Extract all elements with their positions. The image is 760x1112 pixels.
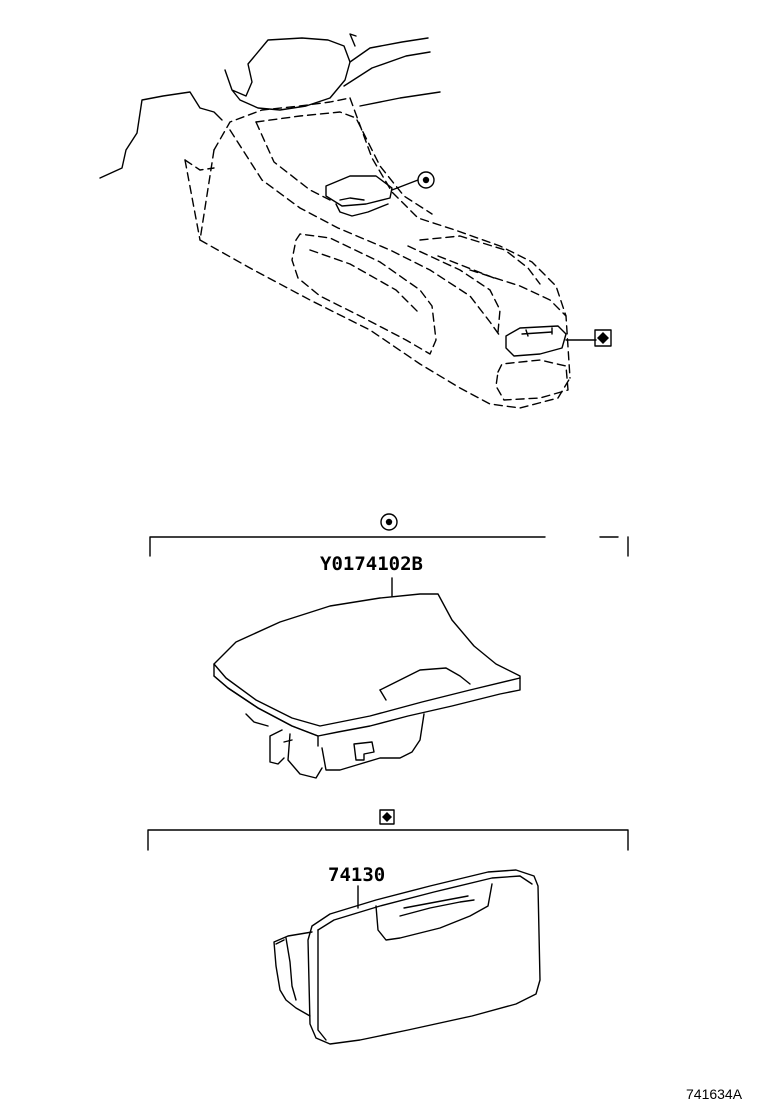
ashtray-section [147, 809, 629, 1045]
console-assembly [99, 33, 612, 409]
diamond-marker-top [594, 329, 612, 347]
diagram-reference-code: 741634A [686, 1086, 743, 1102]
diamond-marker-bottom [379, 809, 395, 825]
circle-marker-middle [380, 513, 398, 531]
cup-holder-section [149, 513, 629, 779]
part-number-lower: 74130 [328, 864, 385, 886]
circle-marker-top [417, 171, 435, 189]
part-number-upper: Y0174102B [320, 553, 423, 575]
